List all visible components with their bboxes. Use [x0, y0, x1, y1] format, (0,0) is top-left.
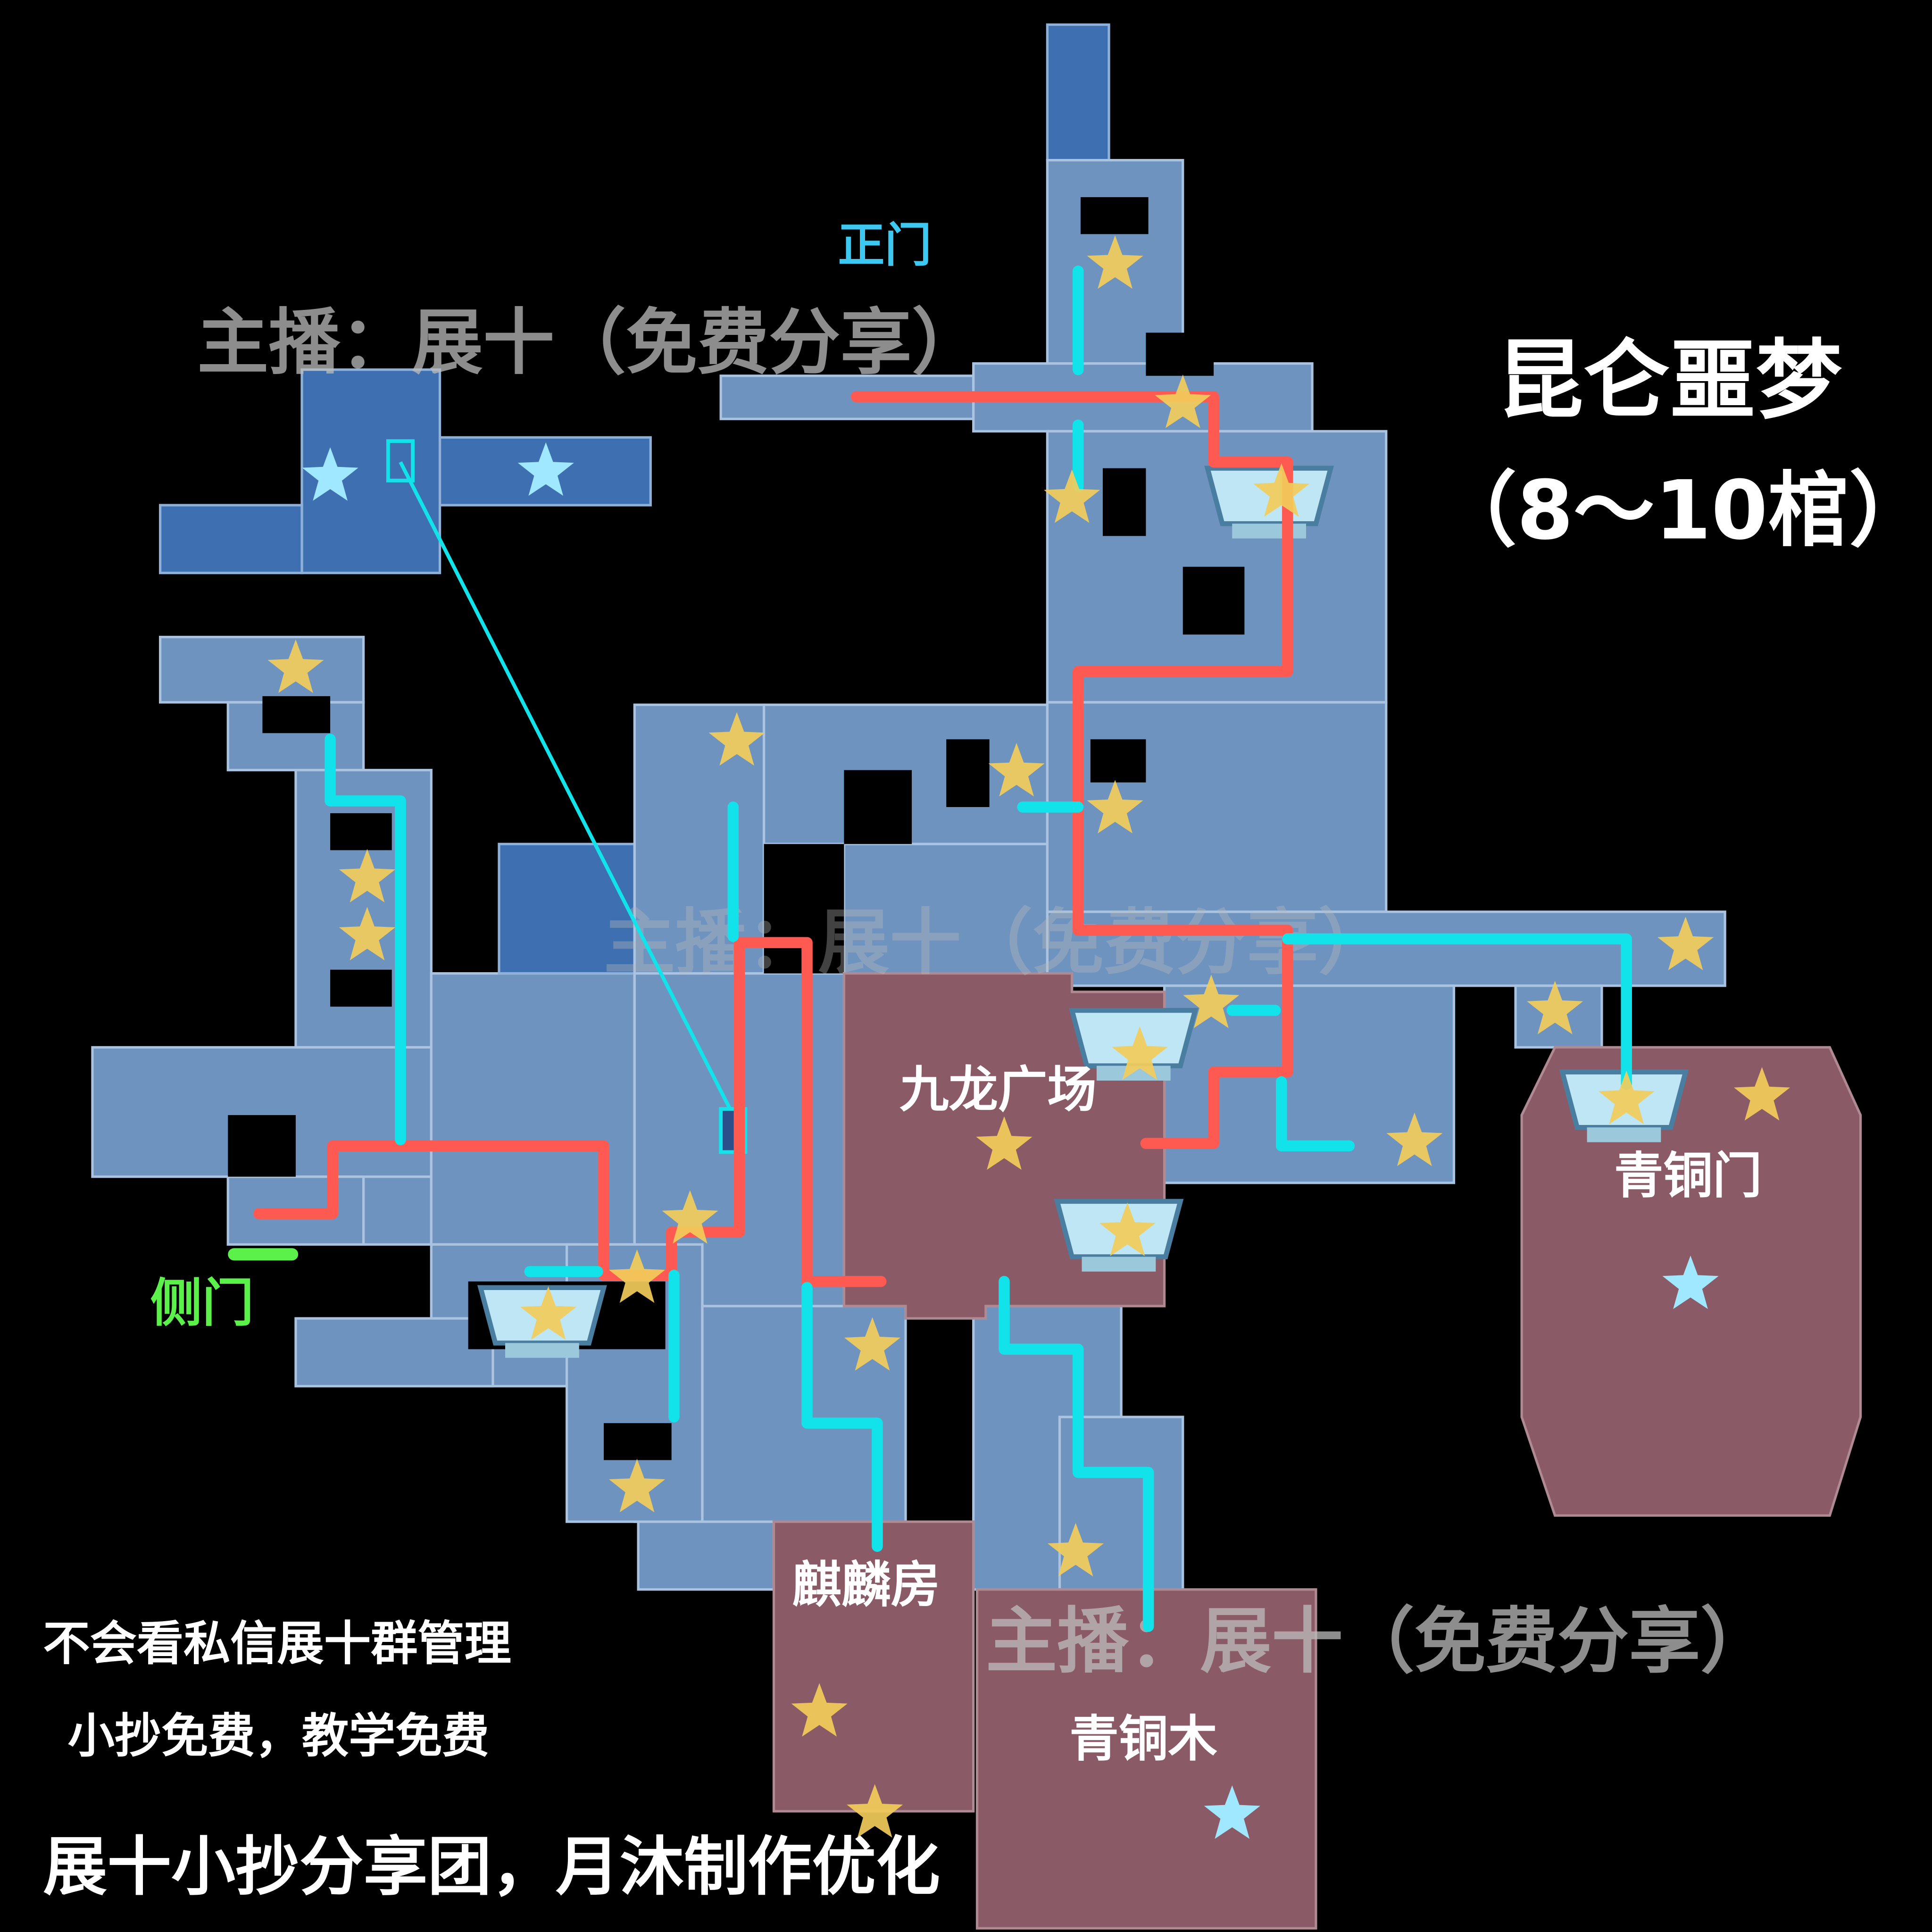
room: [226, 1175, 365, 1246]
qilin-room: [772, 1520, 975, 1813]
star-icon: [847, 1784, 903, 1838]
star-icon: [1527, 981, 1583, 1034]
star-icon: [520, 1286, 577, 1340]
side-gate-label: 侧门: [150, 1273, 254, 1333]
stars: [267, 235, 1790, 1839]
star-icon: [339, 849, 396, 903]
room: [158, 504, 303, 575]
star-icon: [302, 447, 358, 501]
star-icon: [662, 1190, 718, 1244]
watermark: 主播：展十（免费分享）: [986, 1599, 1772, 1683]
coffin-count: （8～10棺）: [1435, 463, 1930, 558]
room: [158, 635, 365, 704]
star-icon: [517, 442, 574, 496]
bronze-wood-room: [975, 1588, 1317, 1930]
star-icon: [1183, 974, 1240, 1028]
route-red: [850, 391, 1293, 1149]
main-gate-label: 正门: [838, 218, 932, 273]
route-cyan: [999, 1275, 1154, 1632]
star-icon: [844, 1317, 901, 1371]
footer-line3: 展十小抄分享团，月沐制作优化: [43, 1830, 940, 1905]
footer-line2: 小抄免费，教学免费: [68, 1709, 489, 1764]
star-icon: [1155, 375, 1211, 428]
footer: 不会看私信展十群管理 小抄免费，教学免费 展十小抄分享团，月沐制作优化: [43, 1617, 940, 1905]
star-icon: [976, 1116, 1033, 1170]
star-icon: [1044, 469, 1100, 523]
bronze-wood-label: 青铜木: [1069, 1710, 1217, 1767]
star-icon: [608, 1249, 666, 1303]
star-icon: [1657, 916, 1714, 970]
bronze-gate-label: 青铜门: [1614, 1147, 1762, 1205]
star-icon: [1598, 1071, 1655, 1124]
star-icon: [339, 907, 396, 960]
star-icon: [1733, 1067, 1790, 1121]
star-icon: [1204, 1785, 1260, 1839]
star-icon: [708, 712, 765, 766]
star-icon: [1253, 463, 1310, 517]
marker-box: [386, 439, 415, 483]
route-cyan: [1282, 933, 1632, 1090]
star-icon: [608, 1458, 666, 1513]
star-icon: [988, 743, 1045, 797]
title: 昆仑噩梦 （8～10棺）: [1435, 331, 1930, 558]
room: [498, 842, 636, 975]
star-icon: [1087, 235, 1143, 289]
route-link-line: [399, 461, 735, 1116]
star-icon: [1111, 1026, 1168, 1080]
qilin-room-label: 麒麟房: [792, 1556, 940, 1614]
room: [637, 1520, 775, 1591]
nine-dragon-plaza-label: 九龙广场: [899, 1061, 1097, 1118]
route-cyan: [325, 733, 406, 1146]
star-icon: [1047, 1523, 1104, 1577]
route-red: [253, 937, 887, 1287]
star-icon: [1386, 1112, 1443, 1166]
route-cyan: [801, 1282, 883, 1552]
routes: [228, 265, 1632, 1632]
watermark: 主播：展十（免费分享）: [604, 901, 1390, 984]
star-icon: [791, 1683, 848, 1737]
labels: 正门 侧门 九龙广场 青铜门 麒麟房 青铜木: [150, 218, 1762, 1768]
room: [1046, 23, 1110, 162]
room: [1046, 910, 1726, 987]
footer-line1: 不会看私信展十群管理: [43, 1617, 511, 1671]
star-icon: [1662, 1255, 1719, 1309]
star-icon: [1087, 780, 1143, 833]
room: [294, 1317, 494, 1388]
star-icon: [1099, 1202, 1156, 1256]
map-title: 昆仑噩梦: [1497, 331, 1842, 431]
route-cyan: [1275, 1076, 1355, 1152]
watermark: 主播：展十（免费分享）: [197, 300, 983, 384]
star-icon: [267, 639, 324, 693]
